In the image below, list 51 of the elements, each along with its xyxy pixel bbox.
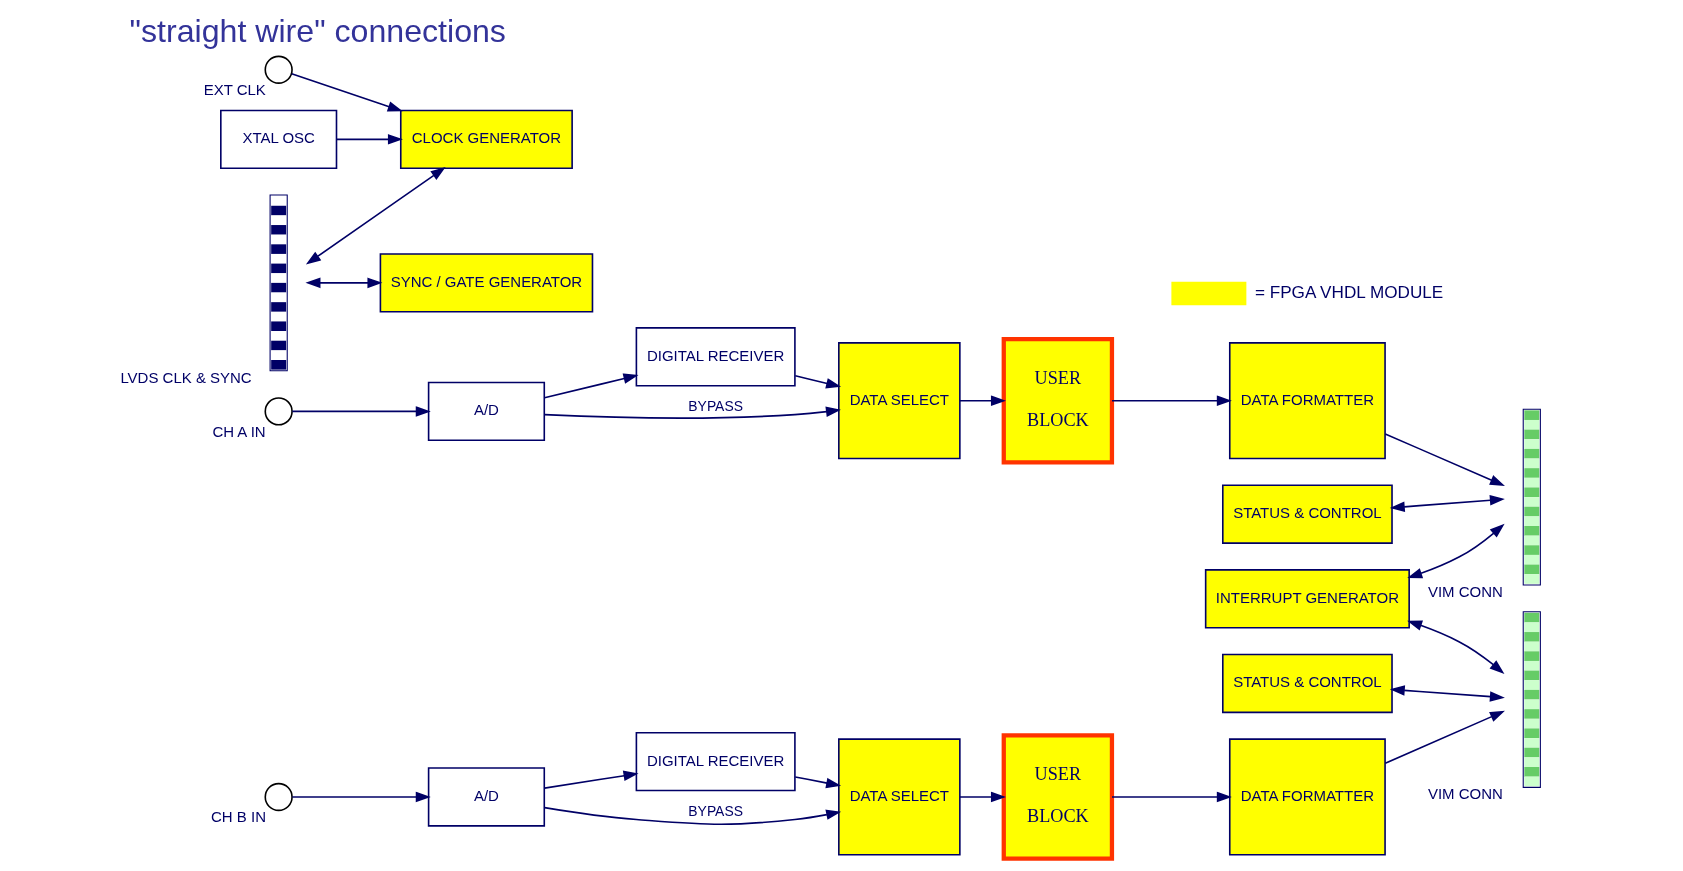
node-box: DATA SELECT — [838, 342, 961, 460]
node-label: CH A IN — [212, 422, 266, 440]
node-box: STATUS & CONTROL — [1222, 484, 1393, 544]
arrow — [1384, 433, 1505, 486]
arrow — [543, 373, 639, 399]
node-box: DIGITAL RECEIVER — [635, 327, 796, 387]
arrow — [290, 72, 403, 112]
node-label: VIM CONN — [1427, 582, 1503, 600]
arrow — [1111, 791, 1232, 803]
arrow — [1111, 395, 1232, 406]
node-circle — [264, 55, 293, 84]
arrow — [543, 770, 639, 789]
node-box: CLOCK GENERATOR — [399, 109, 573, 170]
arrow — [794, 374, 842, 389]
node-label: CH B IN — [211, 808, 266, 826]
arrow — [1389, 685, 1505, 702]
arrow — [335, 134, 403, 145]
node-box: XTAL OSC — [220, 109, 338, 170]
arrow — [1407, 620, 1505, 674]
node-box: USER BLOCK — [1001, 733, 1115, 861]
node-box: DATA FORMATTER — [1228, 738, 1386, 856]
arrow — [305, 167, 446, 265]
diagram-title: "straight wire" connections — [129, 13, 506, 50]
arrow — [291, 406, 431, 417]
node-box: INTERRUPT GENERATOR — [1204, 569, 1410, 629]
node-box: USER BLOCK — [1001, 336, 1115, 465]
node-circle — [264, 782, 293, 812]
arrow — [959, 395, 1006, 406]
arrow — [959, 791, 1006, 803]
arrow — [305, 277, 383, 289]
node-box: A/D — [427, 767, 546, 827]
node-box: DATA FORMATTER — [1228, 342, 1386, 460]
arrow — [291, 791, 431, 803]
legend-label: = FPGA VHDL MODULE — [1254, 281, 1444, 302]
node-box: DATA SELECT — [838, 738, 961, 856]
arrow — [1384, 710, 1505, 765]
node-box: A/D — [427, 381, 546, 442]
node-label: VIM CONN — [1427, 785, 1503, 803]
node-box: DIGITAL RECEIVER — [635, 731, 796, 792]
arrow — [543, 406, 841, 419]
arrow — [1407, 523, 1505, 579]
arrow — [1389, 495, 1505, 513]
node-circle — [264, 397, 293, 426]
edge-label: BYPASS — [688, 802, 743, 819]
edge-label: BYPASS — [688, 397, 743, 414]
node-label: EXT CLK — [203, 81, 266, 99]
arrow — [794, 776, 842, 789]
arrow — [543, 806, 842, 826]
node-box: STATUS & CONTROL — [1222, 653, 1393, 714]
node-box: SYNC / GATE GENERATOR — [379, 253, 594, 313]
node-label: LVDS CLK & SYNC — [120, 368, 252, 386]
